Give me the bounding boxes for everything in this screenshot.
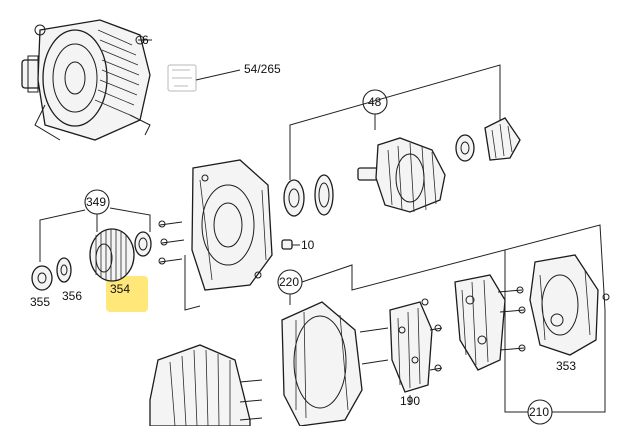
drive-end-housing[interactable] [191, 159, 273, 291]
highlight-354 [106, 276, 148, 312]
nut-355[interactable] [31, 265, 53, 291]
label-6: 6 [142, 33, 149, 47]
label-190: 190 [400, 394, 420, 408]
rectifier-plate[interactable] [389, 301, 433, 393]
rotor-spacer[interactable] [314, 174, 334, 216]
regulator-ghost [167, 64, 197, 92]
regulator-screws[interactable] [497, 286, 526, 352]
rotor[interactable] [357, 137, 446, 213]
rotor-bearing-rear[interactable] [455, 134, 475, 162]
label-54-265: 54/265 [244, 62, 281, 76]
housing-screws[interactable] [158, 220, 185, 265]
stator-winding[interactable] [149, 344, 251, 426]
label-210: 210 [529, 405, 549, 419]
plug-10[interactable] [281, 239, 293, 250]
rear-cover[interactable] [529, 254, 599, 356]
pulley-354[interactable] [89, 228, 135, 282]
cover-screw[interactable] [602, 293, 610, 301]
rotor-bearing-front[interactable] [283, 179, 305, 217]
label-220: 220 [279, 275, 299, 289]
slip-ring[interactable] [484, 117, 521, 161]
label-355: 355 [30, 295, 50, 309]
washer-356[interactable] [56, 257, 72, 283]
rectifier-screws[interactable] [359, 298, 443, 372]
label-353: 353 [556, 359, 576, 373]
pulley-spacer[interactable] [134, 231, 152, 257]
regulator-plate[interactable] [454, 274, 506, 371]
label-10: 10 [301, 238, 315, 252]
label-354: 354 [110, 282, 130, 296]
alternator-assembly[interactable] [21, 19, 151, 141]
label-349: 349 [86, 195, 106, 209]
label-48: 48 [368, 95, 382, 109]
stator-housing[interactable] [281, 301, 363, 426]
label-356: 356 [62, 289, 82, 303]
